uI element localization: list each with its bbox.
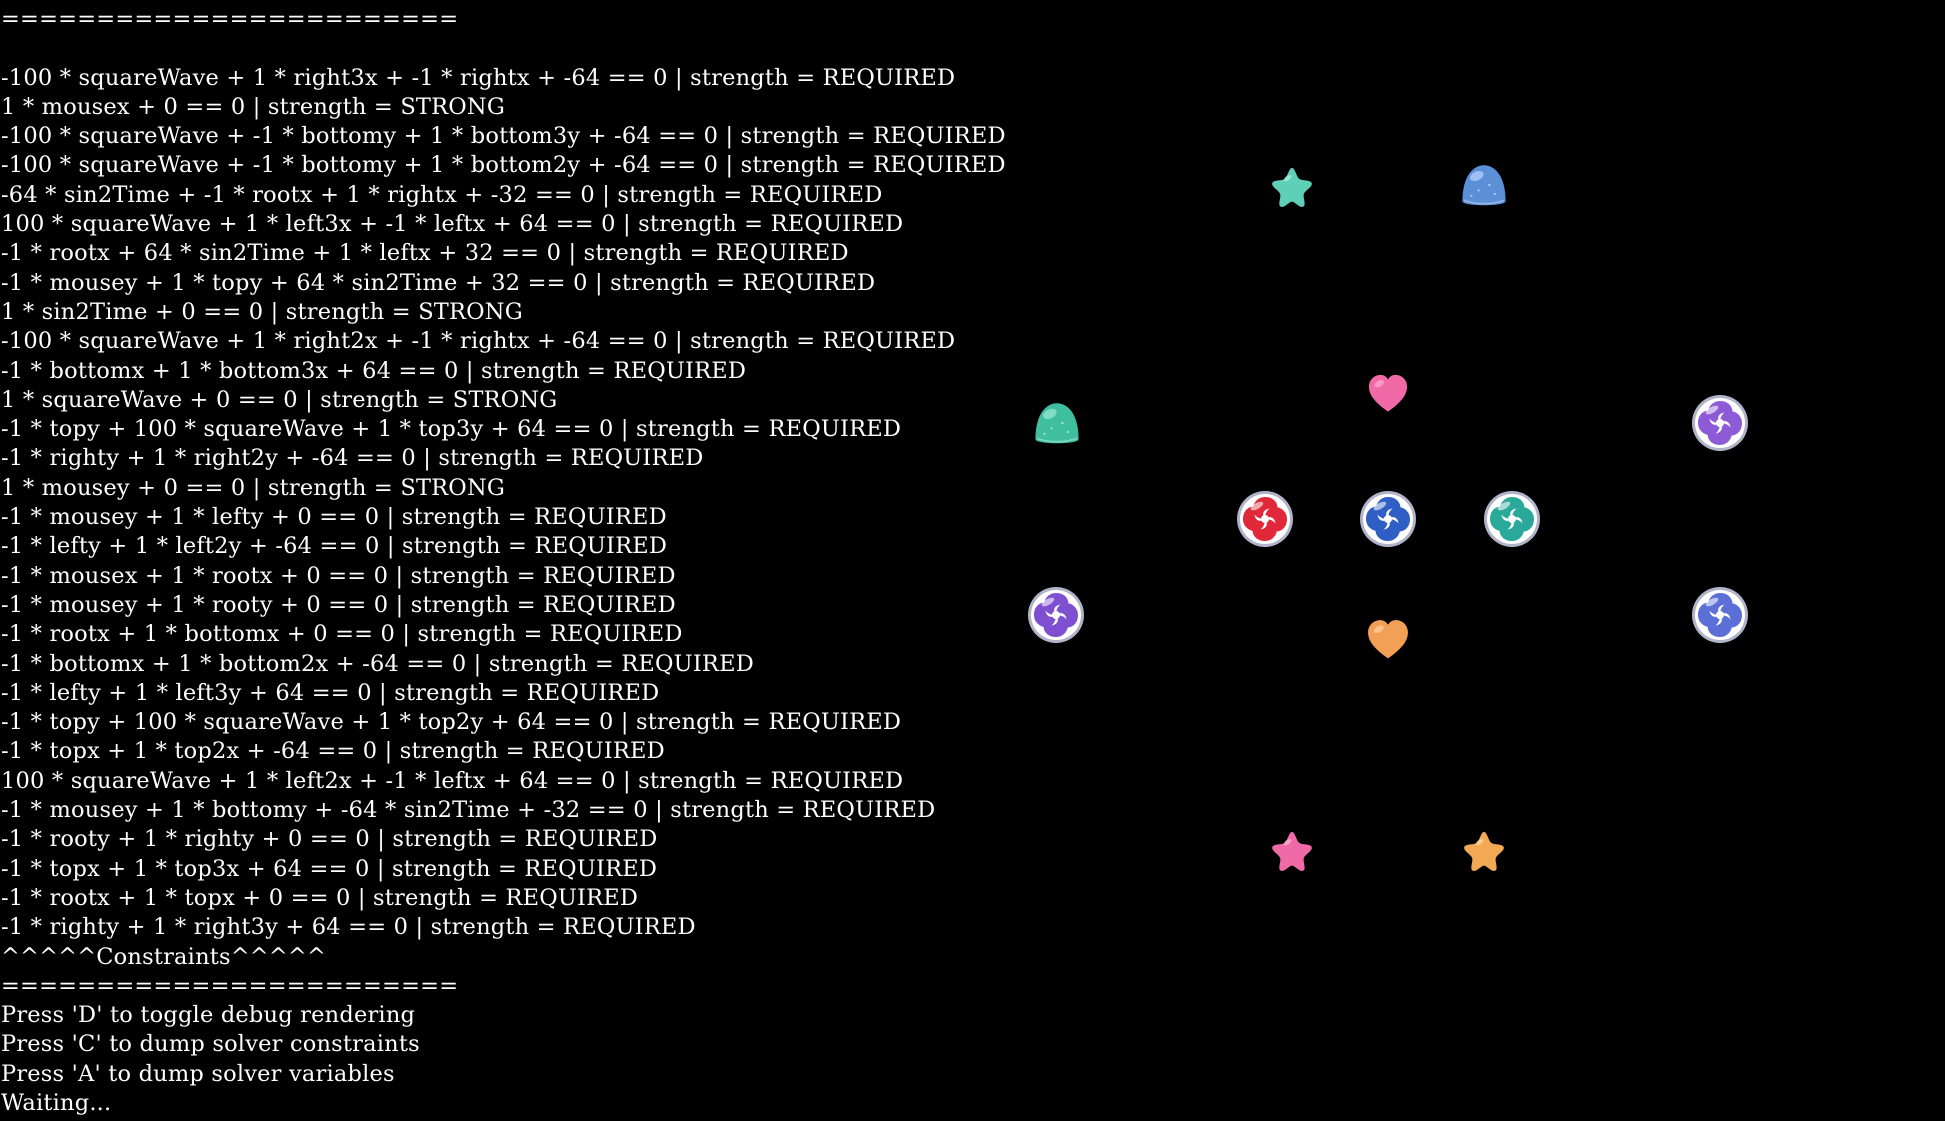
console-line: -1 * mousey + 1 * lefty + 0 == 0 | stren… <box>1 504 667 531</box>
debug-console-output: ======================== -100 * squareWav… <box>1 5 1021 1118</box>
console-line: -1 * righty + 1 * right3y + 64 == 0 | st… <box>1 914 696 941</box>
console-line: -100 * squareWave + -1 * bottomy + 1 * b… <box>1 152 1006 179</box>
teal-swirl-candy-icon <box>1482 489 1542 549</box>
console-line: Press 'C' to dump solver constraints <box>1 1031 420 1058</box>
console-line: -100 * squareWave + 1 * right2x + -1 * r… <box>1 328 956 355</box>
console-line: -1 * mousey + 1 * bottomy + -64 * sin2Ti… <box>1 797 936 824</box>
pink-heart-candy-icon <box>1366 372 1410 416</box>
green-star-candy-icon <box>1270 165 1314 209</box>
pink-star-candy-icon <box>1270 829 1314 873</box>
console-line: -1 * topx + 1 * top3x + 64 == 0 | streng… <box>1 855 658 882</box>
console-line: -1 * bottomx + 1 * bottom2x + -64 == 0 |… <box>1 650 754 677</box>
console-line: 1 * mousey + 0 == 0 | strength = STRONG <box>1 474 506 501</box>
console-line: -1 * rootx + 64 * sin2Time + 1 * leftx +… <box>1 240 849 267</box>
console-line: -1 * topy + 100 * squareWave + 1 * top3y… <box>1 416 902 443</box>
console-line: -1 * topy + 100 * squareWave + 1 * top2y… <box>1 709 902 736</box>
console-line: ^^^^^Constraints^^^^^ <box>1 943 327 970</box>
blue-swirl-candy-icon <box>1358 489 1418 549</box>
blue-gumdrop-candy-icon <box>1457 158 1511 212</box>
console-line: -1 * rootx + 1 * topx + 0 == 0 | strengt… <box>1 884 639 911</box>
console-line: -1 * rooty + 1 * righty + 0 == 0 | stren… <box>1 826 658 853</box>
purple-swirl-candy-left-icon <box>1026 585 1086 645</box>
console-line: -100 * squareWave + -1 * bottomy + 1 * b… <box>1 123 1006 150</box>
console-line: 100 * squareWave + 1 * left3x + -1 * lef… <box>1 211 904 238</box>
orange-star-candy-icon <box>1462 829 1506 873</box>
console-line: 1 * squareWave + 0 == 0 | strength = STR… <box>1 386 558 413</box>
console-line: -1 * topx + 1 * top2x + -64 == 0 | stren… <box>1 738 665 765</box>
console-line: -1 * bottomx + 1 * bottom3x + 64 == 0 | … <box>1 357 747 384</box>
console-line: -1 * lefty + 1 * left3y + 64 == 0 | stre… <box>1 679 660 706</box>
console-line: -1 * mousey + 1 * topy + 64 * sin2Time +… <box>1 269 876 296</box>
console-line: 1 * mousex + 0 == 0 | strength = STRONG <box>1 93 505 120</box>
blue-swirl-candy-right-icon <box>1690 585 1750 645</box>
purple-swirl-candy-right-icon <box>1690 393 1750 453</box>
console-line: ======================== <box>1 6 459 32</box>
console-line: 100 * squareWave + 1 * left2x + -1 * lef… <box>1 767 904 794</box>
console-line: ======================== <box>1 972 459 999</box>
console-line: 1 * sin2Time + 0 == 0 | strength = STRON… <box>1 298 523 325</box>
console-line: -1 * lefty + 1 * left2y + -64 == 0 | str… <box>1 533 668 560</box>
console-line <box>1 34 1021 63</box>
console-line: -1 * rootx + 1 * bottomx + 0 == 0 | stre… <box>1 621 683 648</box>
red-swirl-candy-icon <box>1235 489 1295 549</box>
console-line: -100 * squareWave + 1 * right3x + -1 * r… <box>1 64 956 91</box>
console-line: -1 * mousex + 1 * rootx + 0 == 0 | stren… <box>1 562 676 589</box>
console-line: Press 'D' to toggle debug rendering <box>1 1002 416 1029</box>
console-line: -1 * mousey + 1 * rooty + 0 == 0 | stren… <box>1 591 676 618</box>
green-gumdrop-candy-icon <box>1030 396 1084 450</box>
orange-heart-candy-icon <box>1365 617 1411 663</box>
console-line: Press 'A' to dump solver variables <box>1 1060 395 1087</box>
console-line: Waiting... <box>1 1089 112 1116</box>
console-line: -1 * righty + 1 * right2y + -64 == 0 | s… <box>1 445 704 472</box>
console-line: -64 * sin2Time + -1 * rootx + 1 * rightx… <box>1 181 883 208</box>
